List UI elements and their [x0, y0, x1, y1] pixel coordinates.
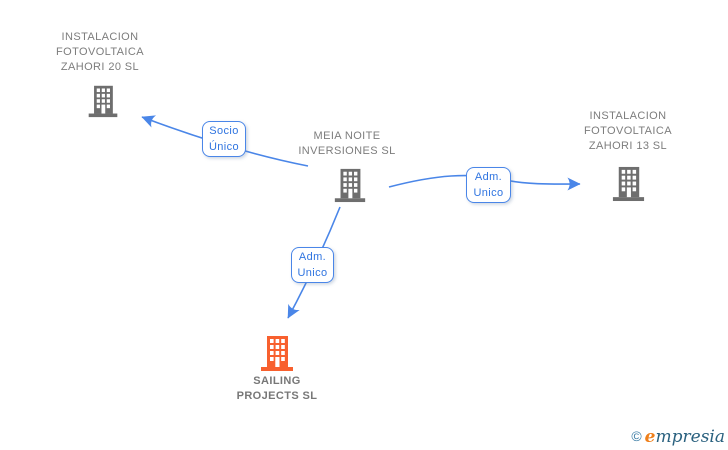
edge-label-line: Adm.: [298, 251, 327, 263]
edge-label-line: Único: [208, 141, 240, 153]
edge-label-line: Unico: [473, 187, 504, 199]
company-name-line: FOTOVOLTAICA: [584, 125, 672, 137]
building-icon: [334, 168, 366, 203]
company-name-line: INVERSIONES SL: [298, 145, 396, 157]
edge-label-adm-unico-right: Adm. Unico: [466, 167, 511, 203]
building-icon: [612, 166, 645, 202]
company-name-line: FOTOVOLTAICA: [56, 46, 144, 58]
company-name-line: INSTALACION: [589, 110, 667, 122]
company-name-line: ZAHORI 13 SL: [588, 140, 668, 152]
copyright-symbol: ©: [631, 428, 642, 444]
building-icon: [88, 85, 118, 118]
edge-label-line: Unico: [297, 267, 328, 279]
company-name-zahori-20: INSTALACION FOTOVOLTAICA ZAHORI 20 SL: [35, 30, 165, 75]
company-name-sailing-projects: SAILING PROJECTS SL: [212, 374, 342, 404]
building-icon-highlighted: [261, 336, 293, 371]
brand-initial: e: [644, 427, 656, 447]
company-name-zahori-13: INSTALACION FOTOVOLTAICA ZAHORI 13 SL: [563, 109, 693, 154]
brand-name: mpresia: [655, 427, 726, 447]
edge-label-line: Socio: [209, 125, 239, 137]
company-name-line: SAILING: [253, 375, 301, 387]
edge-label-adm-unico-down: Adm. Unico: [291, 247, 334, 283]
edge-label-socio-unico: Socio Único: [202, 121, 246, 157]
company-name-line: INSTALACION: [61, 31, 139, 43]
company-name-line: PROJECTS SL: [236, 390, 318, 402]
empresia-logo[interactable]: ©empresia: [631, 426, 725, 447]
edge-label-line: Adm.: [474, 171, 503, 183]
company-name-line: ZAHORI 20 SL: [60, 61, 140, 73]
company-name-meia-noite: MEIA NOITE INVERSIONES SL: [282, 129, 412, 159]
company-name-line: MEIA NOITE: [313, 130, 381, 142]
